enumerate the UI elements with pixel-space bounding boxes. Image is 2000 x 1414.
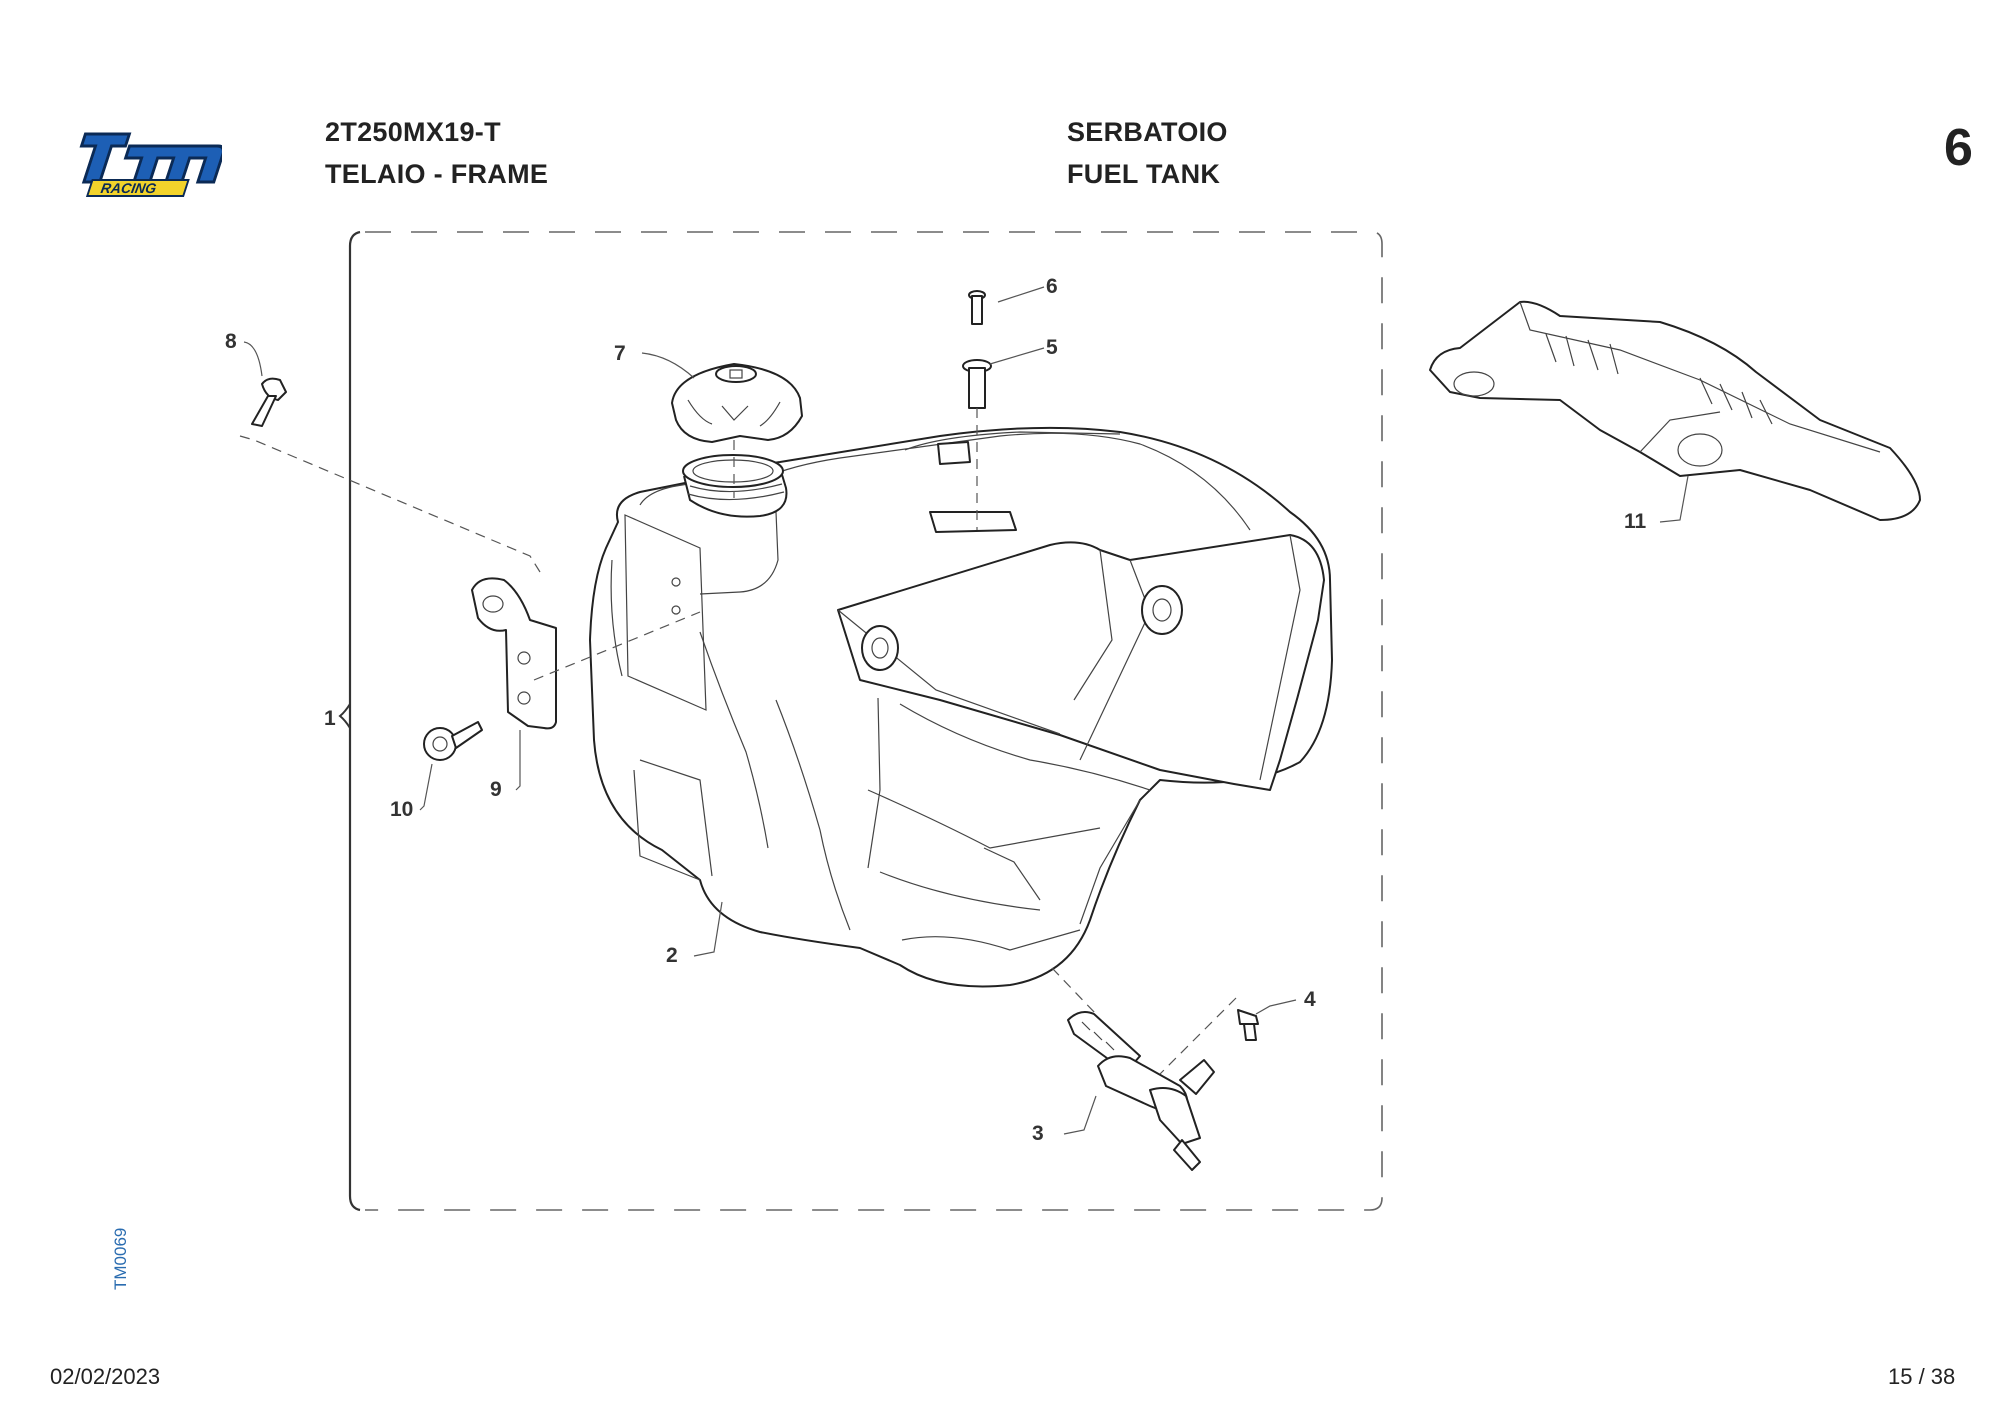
table-title-english: FUEL TANK — [1067, 159, 1221, 189]
callout-11: 11 — [1624, 510, 1647, 533]
callout-7: 7 — [614, 342, 626, 365]
tm-racing-logo: RACING — [52, 126, 226, 198]
callout-leaders — [243, 286, 1689, 1135]
top-mount-screw-and-bushing — [962, 290, 992, 530]
callout-4: 4 — [1304, 988, 1316, 1011]
footer-date: 02/02/2023 — [50, 1364, 161, 1389]
section-number: 6 — [1944, 119, 1973, 177]
fuel-petcock — [1051, 967, 1259, 1171]
group-name: TELAIO - FRAME — [325, 159, 549, 189]
callout-2: 2 — [666, 944, 678, 967]
callout-5: 5 — [1046, 336, 1058, 359]
logo-racing-text: RACING — [100, 180, 158, 196]
fuel-cap — [671, 363, 803, 498]
model-code: 2T250MX19-T — [325, 117, 501, 147]
callout-1: 1 — [324, 707, 336, 730]
tank-cover-shield — [1429, 300, 1921, 521]
callout-9: 9 — [490, 778, 502, 801]
callout-10: 10 — [390, 798, 413, 821]
assembly-kit-frame — [338, 230, 1383, 1212]
callout-8: 8 — [225, 330, 237, 353]
footer-page-number: 15 / 38 — [1888, 1364, 1956, 1389]
fuel-tank — [589, 426, 1333, 988]
table-title-italian: SERBATOIO — [1067, 117, 1228, 147]
side-mount-bracket — [239, 377, 701, 761]
callout-6: 6 — [1046, 275, 1058, 298]
filler-neck — [682, 454, 788, 518]
callout-3: 3 — [1032, 1122, 1044, 1145]
